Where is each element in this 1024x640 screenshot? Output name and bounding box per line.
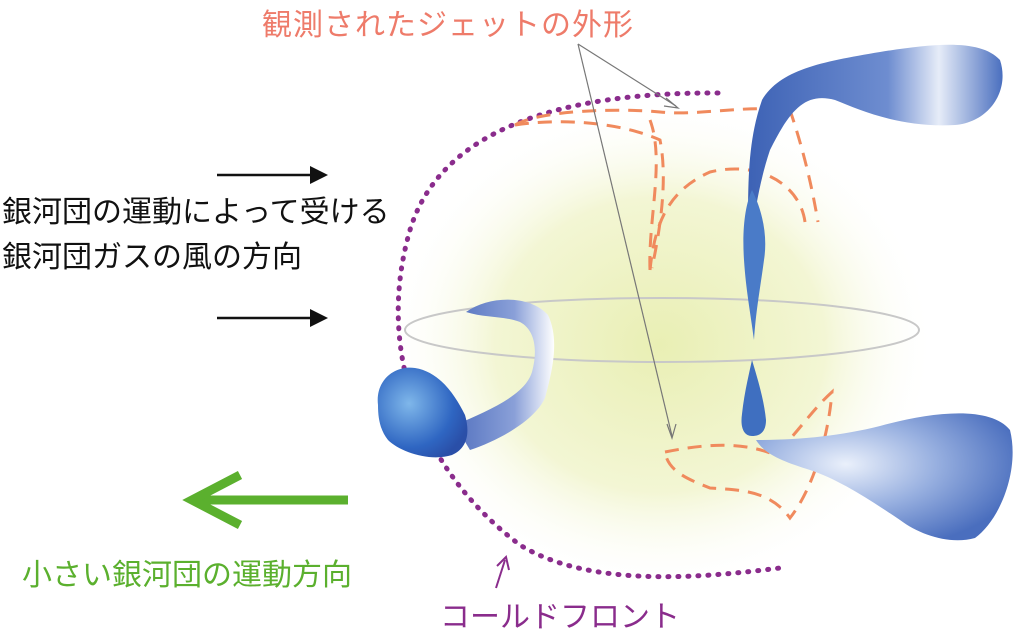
observed-jet-outline-upper <box>514 107 820 271</box>
small-cluster-motion-arrow <box>182 471 348 529</box>
cold-front-pointer <box>495 555 510 589</box>
small-cluster-head <box>377 367 468 458</box>
lower-jet-core <box>741 360 766 436</box>
pointer-line-lower <box>577 43 673 437</box>
wind-direction-line-2: 銀河団ガスの風の方向 <box>2 240 302 275</box>
cold-front-label: コールドフロント <box>440 600 680 635</box>
wind-direction-line-1: 銀河団の運動によって受ける <box>2 195 390 230</box>
small-cluster-motion-label: 小さい銀河団の運動方向 <box>22 558 352 593</box>
wind-arrow-upper <box>217 166 328 184</box>
galaxy-disk-ring <box>404 297 920 363</box>
small-cluster-tail <box>455 299 555 450</box>
pointer-line-upper <box>577 43 677 107</box>
observed-jet-shape-label: 観測されたジェットの外形 <box>262 8 634 43</box>
upper-jet <box>748 44 1003 235</box>
lower-jet-lobe <box>756 413 1013 541</box>
galaxy-halo <box>385 100 935 590</box>
pointer-arrowhead-lower <box>666 423 677 440</box>
upper-jet-core <box>743 190 766 340</box>
observed-jet-outline-upper-left <box>514 120 665 269</box>
pointer-arrowhead-upper <box>663 97 681 109</box>
wind-direction-label: 銀河団の運動によって受ける 銀河団ガスの風の方向 <box>2 190 390 280</box>
wind-arrow-lower <box>217 309 328 327</box>
